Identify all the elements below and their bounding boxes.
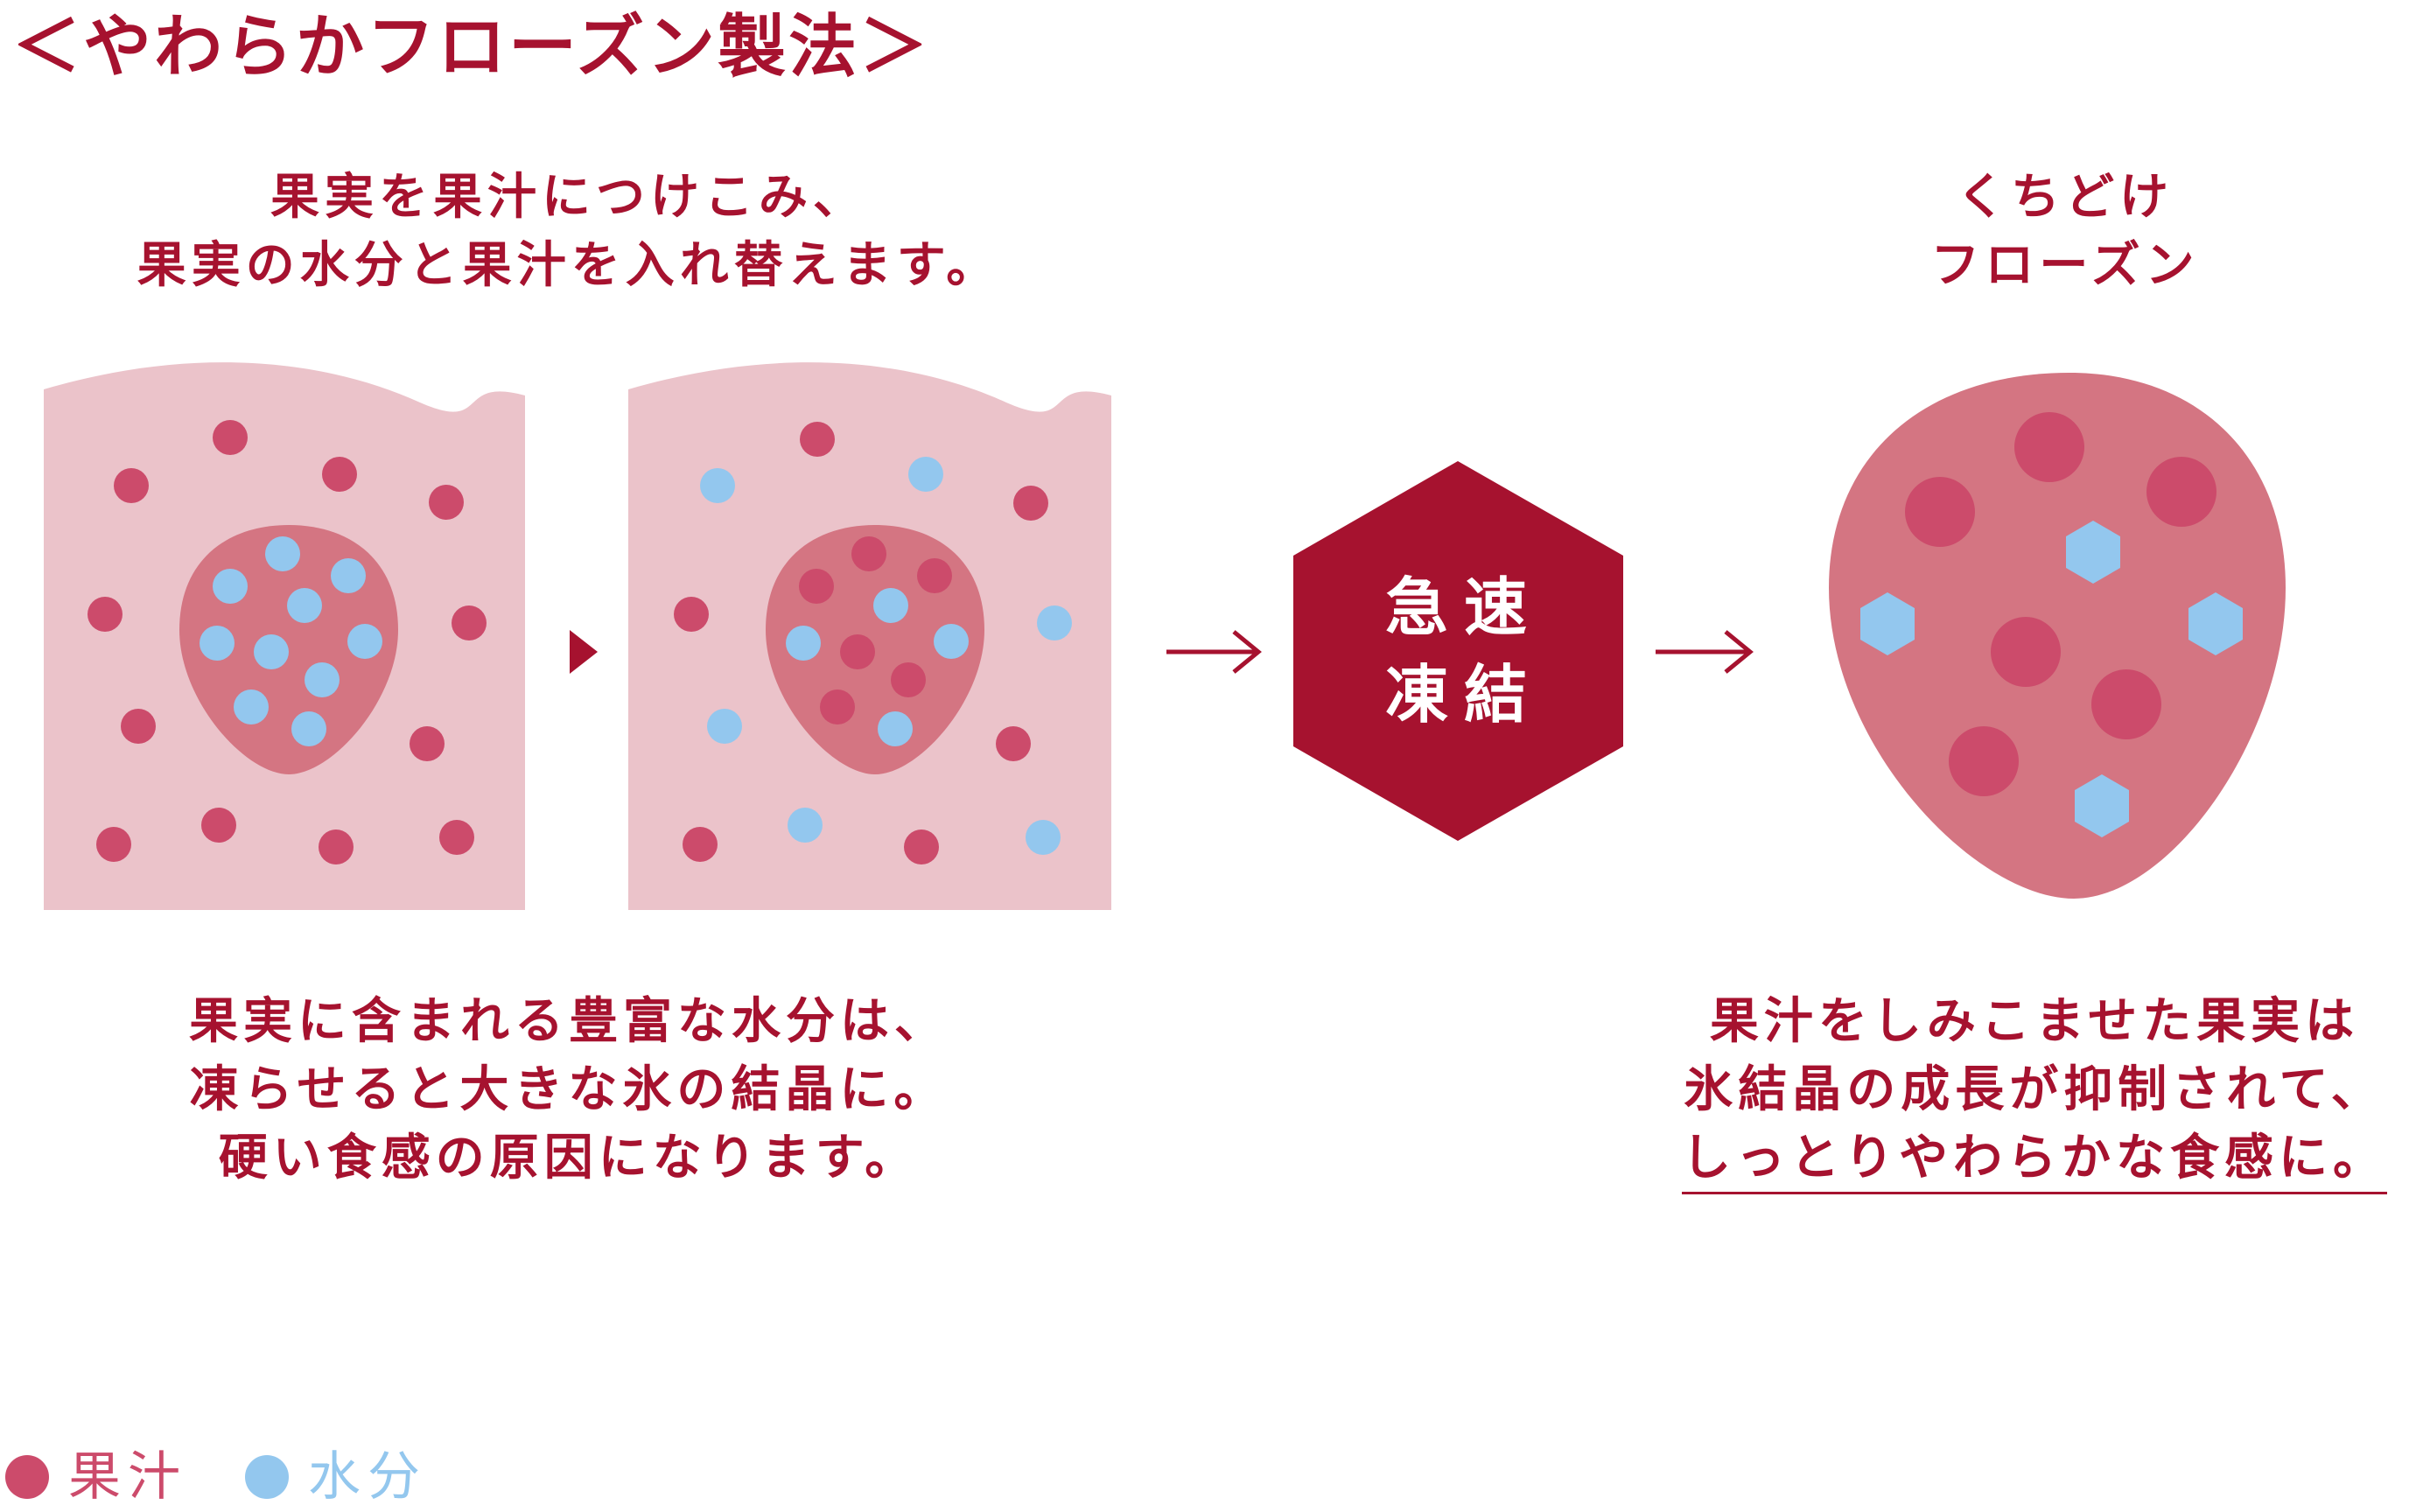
water-dot [873, 588, 908, 623]
water-dot [707, 709, 742, 744]
legend-item-juice: 果汁 [5, 1446, 187, 1508]
legend: 果汁 水分 [5, 1442, 485, 1512]
water-dot [265, 536, 300, 571]
juice-dot [904, 830, 939, 864]
juice-dot [674, 597, 709, 632]
freeze-label-line-1: 急速 [1384, 570, 1543, 644]
water-dot [254, 634, 289, 669]
hexagon-icon [1293, 461, 1623, 841]
water-dot [331, 558, 366, 593]
ice-crystal-icon [2066, 521, 2120, 584]
triangle-right-icon [570, 630, 598, 674]
water-dot [788, 808, 823, 843]
juice-dot [410, 726, 445, 761]
freeze-label: 急速 凍結 [1293, 564, 1635, 738]
juice-dot [96, 827, 131, 862]
legend-label-water: 水分 [308, 1446, 427, 1508]
result-heading-line-1: くちどけ [1957, 168, 2174, 226]
juice-dot [891, 662, 926, 697]
normal-caption-line-2: 凍らせると大きな氷の結晶に。 [189, 1060, 949, 1118]
water-dot [347, 624, 382, 659]
juice-dot [452, 606, 487, 640]
step1-caption: 果実を果汁につけこみ、 果実の水分と果汁を入れ替えます。 [61, 163, 1076, 299]
result-heading: くちどけ フローズン [1785, 163, 2345, 299]
water-dot [1026, 820, 1061, 855]
normal-caption-line-1: 果実に含まれる豊富な水分は、 [189, 992, 949, 1050]
juice-dots-panel-2 [674, 422, 1048, 864]
juice-dot [429, 485, 464, 520]
juice-dot [2146, 457, 2216, 527]
soft-caption-line-1: 果汁をしみこませた果実は [1709, 992, 2360, 1050]
normal-caption-line-3: 硬い食感の原因になります。 [218, 1129, 920, 1186]
juice-dot [88, 597, 123, 632]
arrow-right-icon [1166, 630, 1262, 674]
juice-dot [851, 536, 886, 571]
juice-dot [1991, 617, 2061, 687]
result-heading-line-2: フローズン [1930, 236, 2200, 294]
soft-caption-line-3: しっとりやわらかな食感に。 [1682, 1129, 2387, 1194]
normal-fruit-caption: 果実に含まれる豊富な水分は、 凍らせると大きな氷の結晶に。 硬い食感の原因になり… [131, 987, 1006, 1192]
juice-dot [114, 468, 149, 503]
water-dot [908, 457, 943, 492]
step1-caption-line-1: 果実を果汁につけこみ、 [270, 168, 867, 226]
juice-dot [1905, 477, 1975, 547]
water-dot [878, 711, 913, 746]
ice-crystal-icon [2188, 592, 2243, 655]
juice-dots-panel-1 [88, 420, 487, 864]
ice-crystals-large [1860, 521, 2243, 837]
water-dot [213, 569, 248, 604]
juice-dot [1013, 486, 1048, 521]
juice-dot [2014, 412, 2084, 482]
juice-dot-icon [5, 1455, 49, 1499]
legend-label-juice: 果汁 [68, 1446, 187, 1508]
juice-dot [917, 558, 952, 593]
juice-dot [800, 422, 835, 457]
water-dot [700, 468, 735, 503]
ice-crystal-icon [2075, 774, 2129, 837]
water-dot [200, 626, 235, 661]
water-dot [305, 662, 340, 697]
step1-caption-line-2: 果実の水分と果汁を入れ替えます。 [137, 236, 1001, 294]
ice-crystal-icon [1860, 592, 1915, 655]
juice-dot [121, 709, 156, 744]
legend-item-water: 水分 [245, 1446, 427, 1508]
water-dot [786, 626, 821, 661]
juice-dot [799, 569, 834, 604]
juice-dot [201, 808, 236, 843]
water-dot [934, 624, 969, 659]
juice-dot [840, 634, 875, 669]
juice-dot [820, 690, 855, 724]
soft-caption-line-2: 氷結晶の成長が抑制されて、 [1684, 1060, 2385, 1118]
juice-dots-large [1905, 412, 2216, 796]
water-dot [234, 690, 269, 724]
juice-dot [1949, 726, 2019, 796]
soft-fruit-caption: 果汁をしみこませた果実は 氷結晶の成長が抑制されて、 しっとりやわらかな食感に。 [1663, 987, 2406, 1194]
water-dots-panel-2 [700, 457, 1072, 855]
juice-dot [322, 457, 357, 492]
water-dot [287, 588, 322, 623]
water-dot [291, 711, 326, 746]
juice-dot [439, 820, 474, 855]
juice-dot [2091, 669, 2161, 739]
juice-dot [683, 827, 718, 862]
diagram-title: ＜やわらかフローズン製法＞ [12, 7, 931, 87]
freeze-label-line-2: 凍結 [1384, 657, 1543, 732]
juice-dot [319, 830, 354, 864]
arrow-right-icon [1656, 630, 1754, 674]
water-dots-panel-1 [200, 536, 382, 746]
juice-dot [996, 726, 1031, 761]
water-dot [1037, 606, 1072, 640]
juice-dot [213, 420, 248, 455]
water-dot-icon [245, 1455, 289, 1499]
